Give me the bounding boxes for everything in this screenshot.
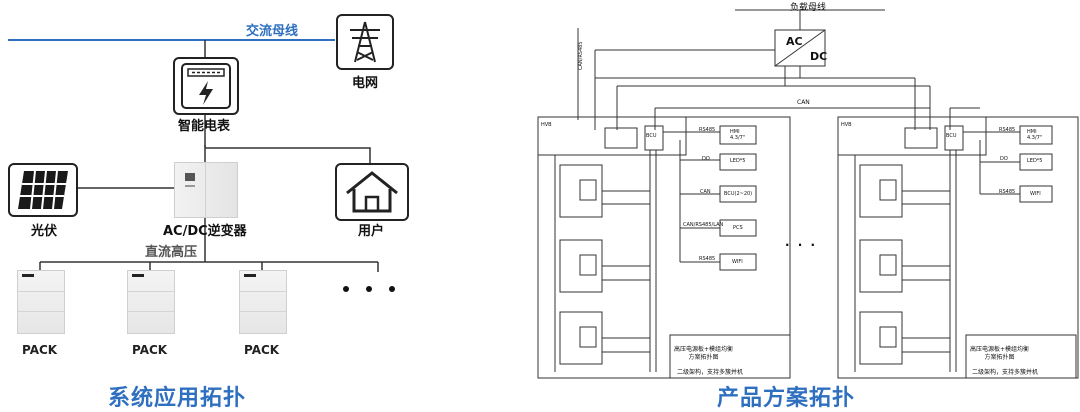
inverter-label: AC/DC逆变器	[163, 224, 247, 239]
battery-pack-icon	[239, 270, 287, 334]
wifi-box-r: WIFI	[1030, 191, 1041, 197]
system-topology-caption: 系统应用拓扑	[108, 386, 247, 411]
rs485-label: RS485	[699, 127, 716, 133]
scheme-wiring	[537, 9, 1079, 379]
can-bus-label: CAN	[797, 99, 810, 106]
grid-label: 电网	[352, 76, 379, 91]
hmi-box: HMI 4.3/7"	[730, 129, 746, 141]
ellipsis: · · ·	[785, 238, 818, 252]
can-rs485-label: CAN/RS485	[578, 41, 584, 70]
pack-label: PACK	[132, 343, 168, 357]
led-box-r: LED*5	[1027, 158, 1043, 164]
meter-label: 智能电表	[178, 119, 231, 134]
rs485-label-2: RS485	[699, 256, 716, 262]
rs485-label-r: RS485	[999, 127, 1016, 133]
power-tower-icon	[336, 14, 394, 70]
user-label: 用户	[358, 224, 385, 239]
solar-panel-icon	[8, 163, 78, 217]
pv-label: 光伏	[31, 224, 58, 239]
bcu-label: BCU	[646, 133, 657, 139]
pack-label: PACK	[244, 343, 280, 357]
ellipsis-dot	[366, 286, 372, 292]
battery-pack-icon	[17, 270, 65, 334]
battery-pack-icon	[127, 270, 175, 334]
topology-wiring	[8, 39, 379, 272]
rs485-label-r2: RS485	[999, 189, 1016, 195]
note-title: 高压电源板+模组均衡 方案拓扑图	[674, 346, 734, 361]
hmi-box-r: HMI 4.3/7"	[1027, 129, 1043, 141]
can-label: CAN	[700, 189, 711, 195]
hvb-label: HVB	[541, 122, 552, 128]
dc-hv-label: 直流高压	[145, 245, 198, 260]
inverter-cabinet-icon	[174, 162, 238, 218]
wifi-box: WIFI	[732, 259, 743, 265]
do-label-r: DO	[1000, 156, 1008, 162]
note-title-2: 高压电源板+模组均衡 方案拓扑图	[970, 346, 1030, 361]
ac-bus-label: 交流母线	[246, 24, 299, 39]
acdc-dc-label: DC	[810, 50, 828, 63]
bcu-label-2: BCU	[946, 133, 957, 139]
led-box: LED*5	[730, 158, 746, 164]
pack-label: PACK	[22, 343, 58, 357]
note-subtitle: 二级架构，支持多簇并机	[677, 369, 744, 376]
ellipsis-dot	[343, 286, 349, 292]
bcu2-box: BCU(2~20)	[724, 191, 753, 197]
pcs-box: PCS	[733, 225, 743, 231]
load-bus-label: 负载母线	[790, 3, 827, 13]
do-label: DO	[702, 156, 710, 162]
hvb-label-2: HVB	[841, 122, 852, 128]
house-icon	[335, 163, 409, 221]
product-topology-caption: 产品方案拓扑	[717, 386, 856, 411]
ellipsis-dot	[389, 286, 395, 292]
smart-meter-icon	[173, 57, 239, 115]
can-rs485-lan-label: CAN/RS485/LAN	[683, 222, 724, 228]
acdc-ac-label: AC	[786, 35, 803, 48]
note-subtitle-2: 二级架构，支持多簇并机	[972, 369, 1039, 376]
